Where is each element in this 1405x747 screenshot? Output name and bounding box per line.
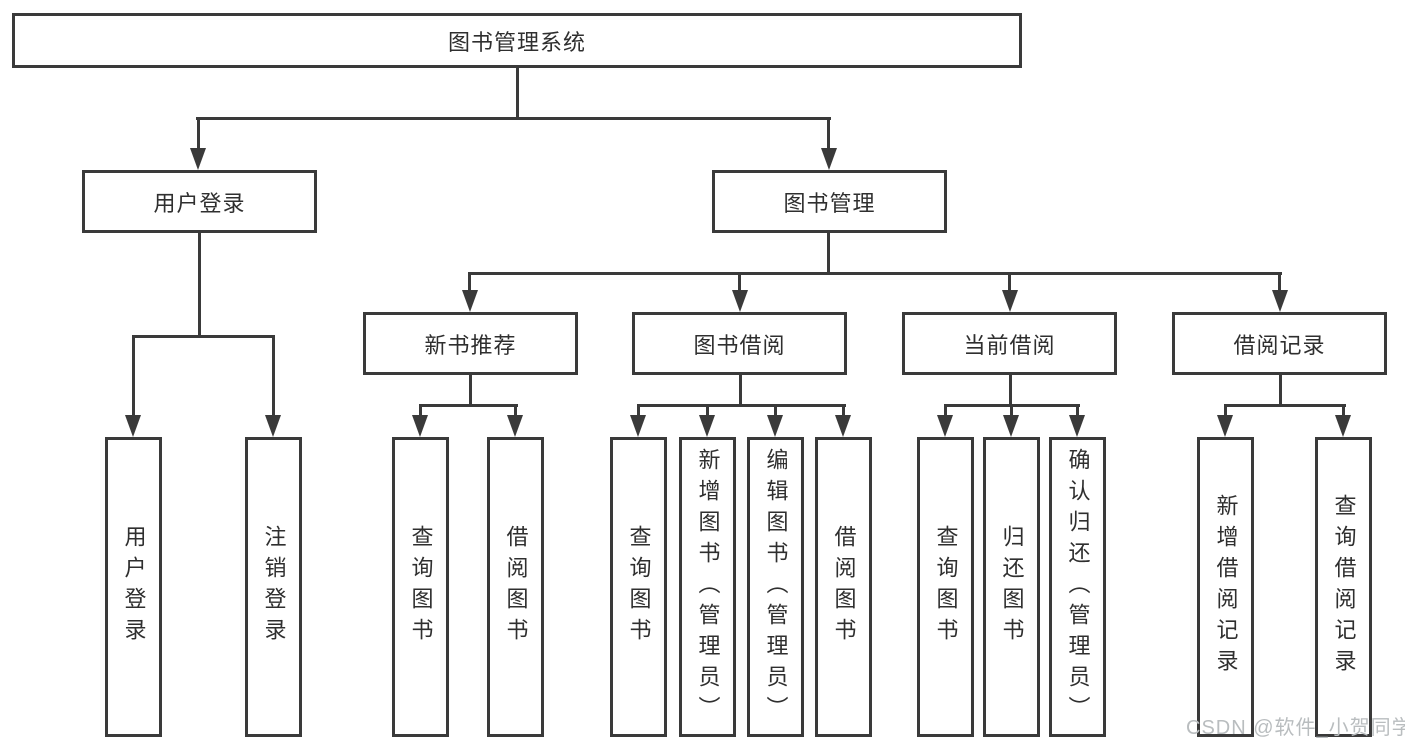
node-user-login: 用户登录 (82, 170, 317, 233)
connector-line (272, 335, 275, 417)
arrow-down-icon (1217, 415, 1233, 437)
arrow-down-icon (699, 415, 715, 437)
arrow-down-icon (412, 415, 428, 437)
connector-line (637, 404, 640, 417)
arrow-down-icon (630, 415, 646, 437)
connector-line (468, 272, 471, 292)
arrow-down-icon (937, 415, 953, 437)
connector-line (1224, 404, 1346, 407)
leaf-label: 查询图书 (408, 525, 434, 649)
arrow-down-icon (1335, 415, 1351, 437)
leaf-label: 归还图书 (999, 525, 1025, 649)
arrow-down-icon (1069, 415, 1085, 437)
connector-line (1010, 404, 1013, 417)
arrow-down-icon (190, 148, 206, 170)
leaf-query-books-2: 查询图书 (610, 437, 667, 737)
leaf-user-login: 用户登录 (105, 437, 162, 737)
leaf-borrow-books-2: 借阅图书 (815, 437, 872, 737)
connector-line (419, 404, 518, 407)
connector-line (739, 375, 742, 406)
leaf-label: 查询图书 (933, 525, 959, 649)
leaf-borrow-books-1: 借阅图书 (487, 437, 544, 737)
connector-line (419, 404, 422, 417)
connector-line (1008, 272, 1011, 292)
connector-line (827, 233, 830, 274)
connector-line (514, 404, 517, 417)
leaf-return-book: 归还图书 (983, 437, 1040, 737)
leaf-query-books-1: 查询图书 (392, 437, 449, 737)
connector-line (1342, 404, 1345, 417)
node-borrow-record: 借阅记录 (1172, 312, 1387, 375)
arrow-down-icon (1003, 415, 1019, 437)
connector-line (944, 404, 947, 417)
node-book-management: 图书管理 (712, 170, 947, 233)
connector-line (469, 375, 472, 406)
arrow-down-icon (821, 148, 837, 170)
node-library-system: 图书管理系统 (12, 13, 1022, 68)
connector-line (132, 335, 275, 338)
connector-line (842, 404, 845, 417)
arrow-down-icon (265, 415, 281, 437)
csdn-watermark: CSDN @软件_小贺同学 (1186, 717, 1405, 739)
leaf-logout: 注销登录 (245, 437, 302, 737)
connector-line (468, 272, 1282, 275)
leaf-label: 借阅图书 (503, 525, 529, 649)
connector-line (738, 272, 741, 292)
leaf-label: 确认归还（管理员） (1065, 447, 1091, 727)
leaf-label: 编辑图书（管理员） (763, 447, 789, 727)
node-new-book-recommend: 新书推荐 (363, 312, 578, 375)
connector-line (1224, 404, 1227, 417)
leaf-label: 借阅图书 (831, 525, 857, 649)
arrow-down-icon (1272, 290, 1288, 312)
arrow-down-icon (835, 415, 851, 437)
leaf-add-borrow-record: 新增借阅记录 (1197, 437, 1254, 737)
arrow-down-icon (125, 415, 141, 437)
connector-line (774, 404, 777, 417)
leaf-label: 注销登录 (261, 525, 287, 649)
arrow-down-icon (732, 290, 748, 312)
connector-line (637, 404, 846, 407)
arrow-down-icon (1002, 290, 1018, 312)
leaf-label: 新增图书（管理员） (695, 447, 721, 727)
connector-line (198, 233, 201, 337)
connector-line (196, 117, 831, 120)
connector-line (1076, 404, 1079, 417)
node-current-borrow: 当前借阅 (902, 312, 1117, 375)
connector-line (516, 67, 519, 120)
connector-line (1278, 272, 1281, 292)
leaf-label: 查询图书 (626, 525, 652, 649)
connector-line (1279, 375, 1282, 406)
leaf-edit-book-admin: 编辑图书（管理员） (747, 437, 804, 737)
arrow-down-icon (462, 290, 478, 312)
leaf-label: 新增借阅记录 (1213, 494, 1239, 680)
connector-line (827, 117, 830, 150)
leaf-query-books-3: 查询图书 (917, 437, 974, 737)
node-book-borrow: 图书借阅 (632, 312, 847, 375)
connector-line (706, 404, 709, 417)
leaf-label: 查询借阅记录 (1331, 494, 1357, 680)
leaf-label: 用户登录 (121, 525, 147, 649)
connector-line (132, 335, 135, 417)
connector-line (1009, 375, 1012, 406)
arrow-down-icon (767, 415, 783, 437)
leaf-confirm-return-admin: 确认归还（管理员） (1049, 437, 1106, 737)
arrow-down-icon (507, 415, 523, 437)
connector-line (197, 117, 200, 150)
leaf-add-book-admin: 新增图书（管理员） (679, 437, 736, 737)
leaf-query-borrow-record: 查询借阅记录 (1315, 437, 1372, 737)
